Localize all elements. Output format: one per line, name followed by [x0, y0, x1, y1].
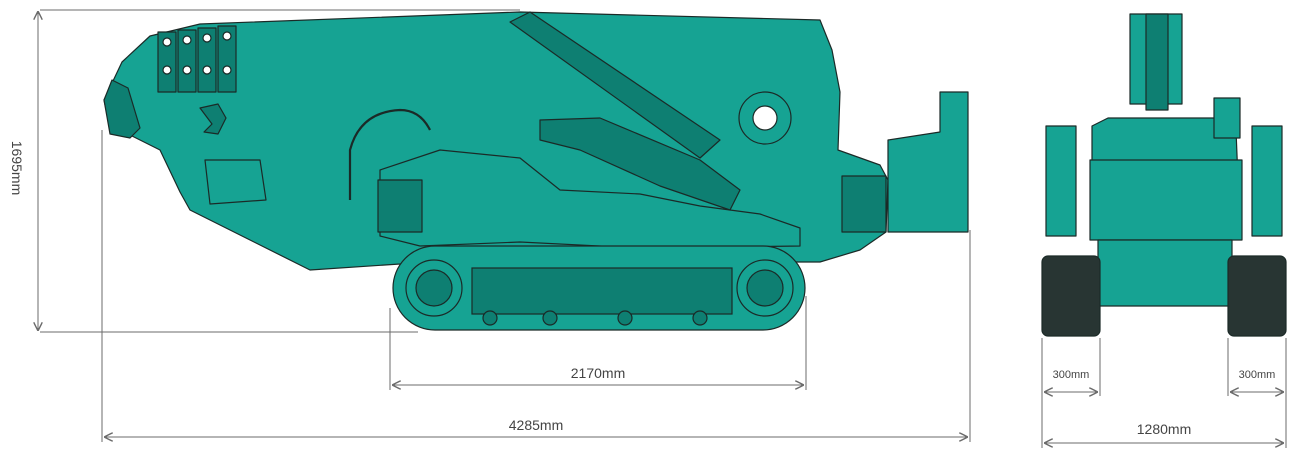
track-roller	[482, 310, 498, 326]
left-outrigger-tower	[1045, 125, 1077, 237]
right-track-width-label: 300mm	[1239, 369, 1276, 381]
idler-wheel-hub	[415, 269, 453, 307]
operator-seat	[204, 159, 267, 205]
machine-rear-view	[1041, 13, 1287, 337]
right-upper-block	[1213, 97, 1241, 139]
rear-deck	[1089, 159, 1243, 241]
right-outrigger-tower	[1251, 125, 1283, 237]
outrigger-housing	[379, 149, 801, 249]
track-roller	[692, 310, 708, 326]
winch-hub	[752, 105, 778, 131]
left-track-pad	[1041, 255, 1101, 337]
machine-side-view	[103, 11, 969, 271]
height-label: 1695mm	[9, 141, 25, 195]
left-track-width-label: 300mm	[1053, 369, 1090, 381]
crawler-track	[392, 245, 806, 331]
control-frame	[348, 108, 431, 200]
dimension-lines	[38, 9, 1287, 448]
sheave-pins	[162, 31, 232, 75]
undercarriage	[1097, 239, 1233, 307]
track-frame	[471, 267, 733, 315]
boom-arm	[509, 11, 721, 159]
outrigger-arm	[539, 117, 741, 211]
track-roller	[617, 310, 633, 326]
rear-outrigger-box	[887, 91, 969, 233]
drive-sprocket-hub	[746, 269, 784, 307]
crane-hook	[199, 103, 227, 135]
dimension-labels: 1695mm 2170mm 4285mm 300mm 300mm 1280mm	[9, 141, 1275, 437]
track-length-label: 2170mm	[571, 365, 625, 381]
track-roller	[542, 310, 558, 326]
right-track-pad	[1227, 255, 1287, 337]
overall-width-label: 1280mm	[1137, 421, 1191, 437]
overall-length-label: 4285mm	[509, 417, 563, 433]
hook-block	[103, 79, 141, 139]
mast-inner	[1145, 13, 1169, 111]
front-outrigger-box	[377, 179, 423, 233]
rear-outrigger-pad	[841, 175, 887, 233]
sheave-stack	[157, 25, 237, 93]
